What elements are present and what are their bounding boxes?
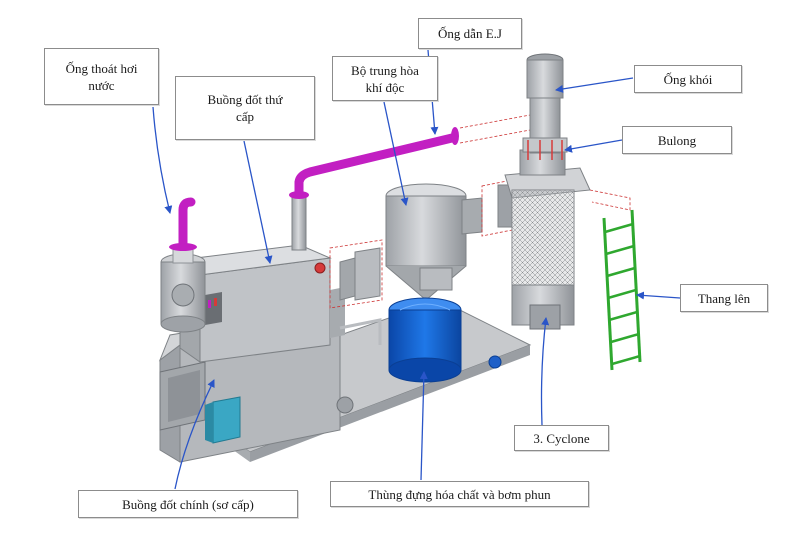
flue-duct (314, 239, 383, 309)
label-chimney: Ống khói (634, 65, 742, 93)
label-chem-tank: Thùng đựng hóa chất và bơm phun (330, 481, 589, 507)
label-chem-tank-text: Thùng đựng hóa chất và bơm phun (368, 486, 551, 502)
primary-chamber (158, 309, 354, 463)
arrow-ladder (636, 291, 681, 300)
label-neutralizer: Bộ trung hòa khí độc (332, 56, 438, 101)
label-ej-pipe: Ống dẫn E.J (418, 18, 522, 49)
arrow-neutralizer (383, 101, 409, 206)
label-cyclone-text: 3. Cyclone (533, 430, 590, 446)
arrow-bolt (564, 139, 623, 153)
label-secondary-chamber: Buồng đốt thứ cấp (175, 76, 315, 140)
chemical-tank (339, 297, 502, 383)
steam-vessel (160, 197, 206, 333)
label-chimney-text: Ống khói (663, 71, 713, 87)
label-ej-pipe-text: Ống dẫn E.J (438, 26, 502, 41)
ej-pipe (289, 114, 531, 251)
leader-arrows (152, 49, 681, 490)
label-bolt-text: Bulong (657, 132, 697, 148)
label-cyclone: 3. Cyclone (514, 425, 609, 451)
label-ladder-text: Thang lên (697, 290, 751, 306)
label-secondary-chamber-text: Buồng đốt thứ cấp (207, 92, 283, 124)
label-neutralizer-text: Bộ trung hòa khí độc (351, 62, 419, 95)
ladder (602, 209, 642, 371)
arrow-chem-tank (419, 371, 428, 481)
arrow-steam-pipe (152, 106, 173, 214)
arrow-primary-chamber (174, 379, 215, 490)
label-steam-pipe: Ống thoát hơi nước (44, 48, 159, 105)
chimney (522, 53, 568, 160)
label-bolt: Bulong (622, 126, 732, 154)
arrow-secondary-chamber (243, 140, 273, 264)
label-primary-chamber-text: Buồng đốt chính (sơ cấp) (122, 496, 254, 512)
label-primary-chamber: Buồng đốt chính (sơ cấp) (78, 490, 298, 518)
arrow-cyclone (540, 317, 550, 426)
cyclone (504, 149, 631, 330)
label-ladder: Thang lên (680, 284, 768, 312)
arrow-chimney (555, 77, 634, 93)
label-steam-pipe-text: Ống thoát hơi nước (65, 60, 138, 93)
